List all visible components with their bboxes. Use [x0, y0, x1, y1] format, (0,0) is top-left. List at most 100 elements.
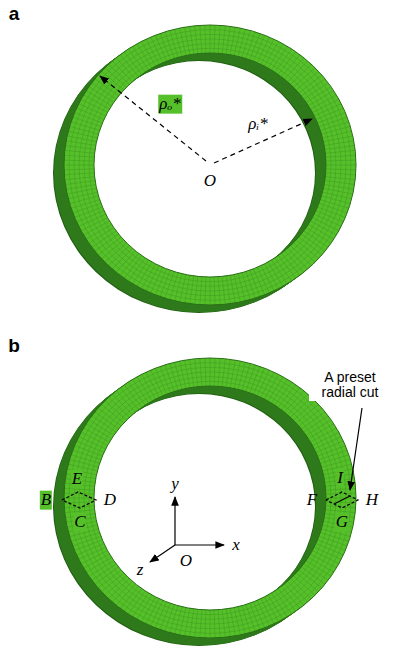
ring-face: [64, 25, 356, 305]
mesh-line: [155, 368, 166, 394]
mesh-line: [291, 579, 312, 599]
mesh-line: [146, 39, 159, 64]
radius-label: ρₒ*: [158, 95, 182, 114]
mesh-line: [200, 25, 202, 53]
mesh-line: [77, 441, 104, 452]
mesh-line: [75, 540, 103, 550]
mesh-line: [222, 26, 225, 54]
mesh-line: [210, 277, 211, 305]
mesh-line: [73, 450, 101, 460]
ring-model: [53, 25, 356, 313]
mesh-line: [322, 126, 351, 134]
mesh-line: [170, 606, 178, 633]
mesh-line: [230, 360, 235, 388]
mesh-line: [155, 35, 166, 61]
mesh-line: [116, 391, 135, 412]
mesh-line: [322, 196, 351, 204]
mesh-line: [105, 68, 127, 87]
mesh-line: [79, 214, 106, 226]
mesh-line: [102, 240, 124, 259]
mesh-line: [98, 408, 121, 426]
mesh-line: [222, 609, 225, 637]
mesh-line: [253, 269, 264, 295]
ring-edge: [64, 25, 356, 305]
mesh-line: [160, 366, 170, 392]
mesh-line: [293, 576, 315, 595]
mesh-line: [69, 30, 351, 301]
mesh-line: [105, 243, 127, 262]
mesh-line: [214, 610, 215, 638]
mesh-line: [238, 29, 245, 56]
mesh-line: [170, 30, 178, 57]
mesh-line: [185, 360, 190, 388]
mesh-line: [74, 34, 346, 295]
mesh-line: [112, 394, 132, 415]
mesh-line: [293, 68, 315, 87]
mesh-line: [242, 273, 250, 300]
mesh-line: [210, 25, 211, 53]
mesh-line: [89, 381, 331, 614]
mesh-line: [296, 573, 318, 592]
mesh-line: [66, 184, 96, 189]
mesh-line: [109, 246, 130, 266]
mesh-line: [230, 608, 235, 636]
mesh-line: [71, 122, 100, 131]
mesh-line: [246, 272, 255, 299]
mesh-line: [301, 234, 325, 251]
mesh-line: [185, 27, 190, 55]
mesh-line: [160, 33, 170, 59]
mesh-line: [205, 277, 206, 305]
leader-arrow: [350, 408, 362, 490]
mesh-line: [69, 363, 351, 634]
axis-label: x: [231, 536, 241, 555]
mesh-line: [64, 155, 94, 157]
mesh-line: [218, 277, 220, 305]
mesh-line: [84, 377, 336, 620]
mesh-line: [230, 275, 235, 303]
point-label: C: [73, 513, 86, 532]
mesh-line: [67, 188, 96, 194]
mesh-line: [185, 608, 190, 636]
mesh-line: [326, 160, 356, 162]
mesh-line: [257, 600, 269, 626]
mesh-line: [112, 581, 132, 602]
mesh-line: [319, 450, 347, 460]
mesh-line: [250, 33, 260, 59]
mesh-line: [210, 358, 211, 386]
section-outline: [62, 492, 96, 508]
mesh-line: [234, 275, 240, 302]
mesh-line: [325, 177, 355, 180]
mesh-line: [324, 184, 354, 189]
mesh-line: [253, 35, 264, 61]
mesh-line: [112, 61, 132, 82]
mesh-line: [316, 108, 343, 119]
mesh-line: [120, 586, 138, 608]
mesh-line: [324, 141, 354, 146]
mesh-line: [281, 55, 299, 77]
mesh-line: [285, 251, 304, 272]
origin-label: O: [179, 552, 193, 571]
mesh-line: [120, 253, 138, 275]
mesh-line: [200, 358, 202, 386]
mesh-line: [316, 441, 343, 452]
mesh-line: [323, 136, 352, 142]
mesh-line: [190, 359, 194, 387]
mesh-line: [105, 576, 127, 595]
panel-letter: a: [8, 4, 21, 25]
mesh-line: [64, 168, 94, 170]
mesh-line: [200, 610, 202, 638]
mesh-line: [218, 25, 220, 53]
mesh-line: [210, 610, 211, 638]
mesh-line: [65, 177, 95, 180]
mesh-line: [155, 602, 166, 628]
mesh-line: [165, 605, 174, 632]
mesh-line: [205, 358, 206, 386]
mesh-line: [64, 488, 94, 490]
mesh-line: [116, 58, 135, 79]
point-label: H: [365, 491, 379, 510]
mesh-line: [65, 181, 95, 185]
mesh-line: [146, 372, 159, 397]
mesh-line: [281, 388, 299, 410]
mesh-line: [326, 173, 356, 175]
mesh-line: [155, 269, 166, 295]
